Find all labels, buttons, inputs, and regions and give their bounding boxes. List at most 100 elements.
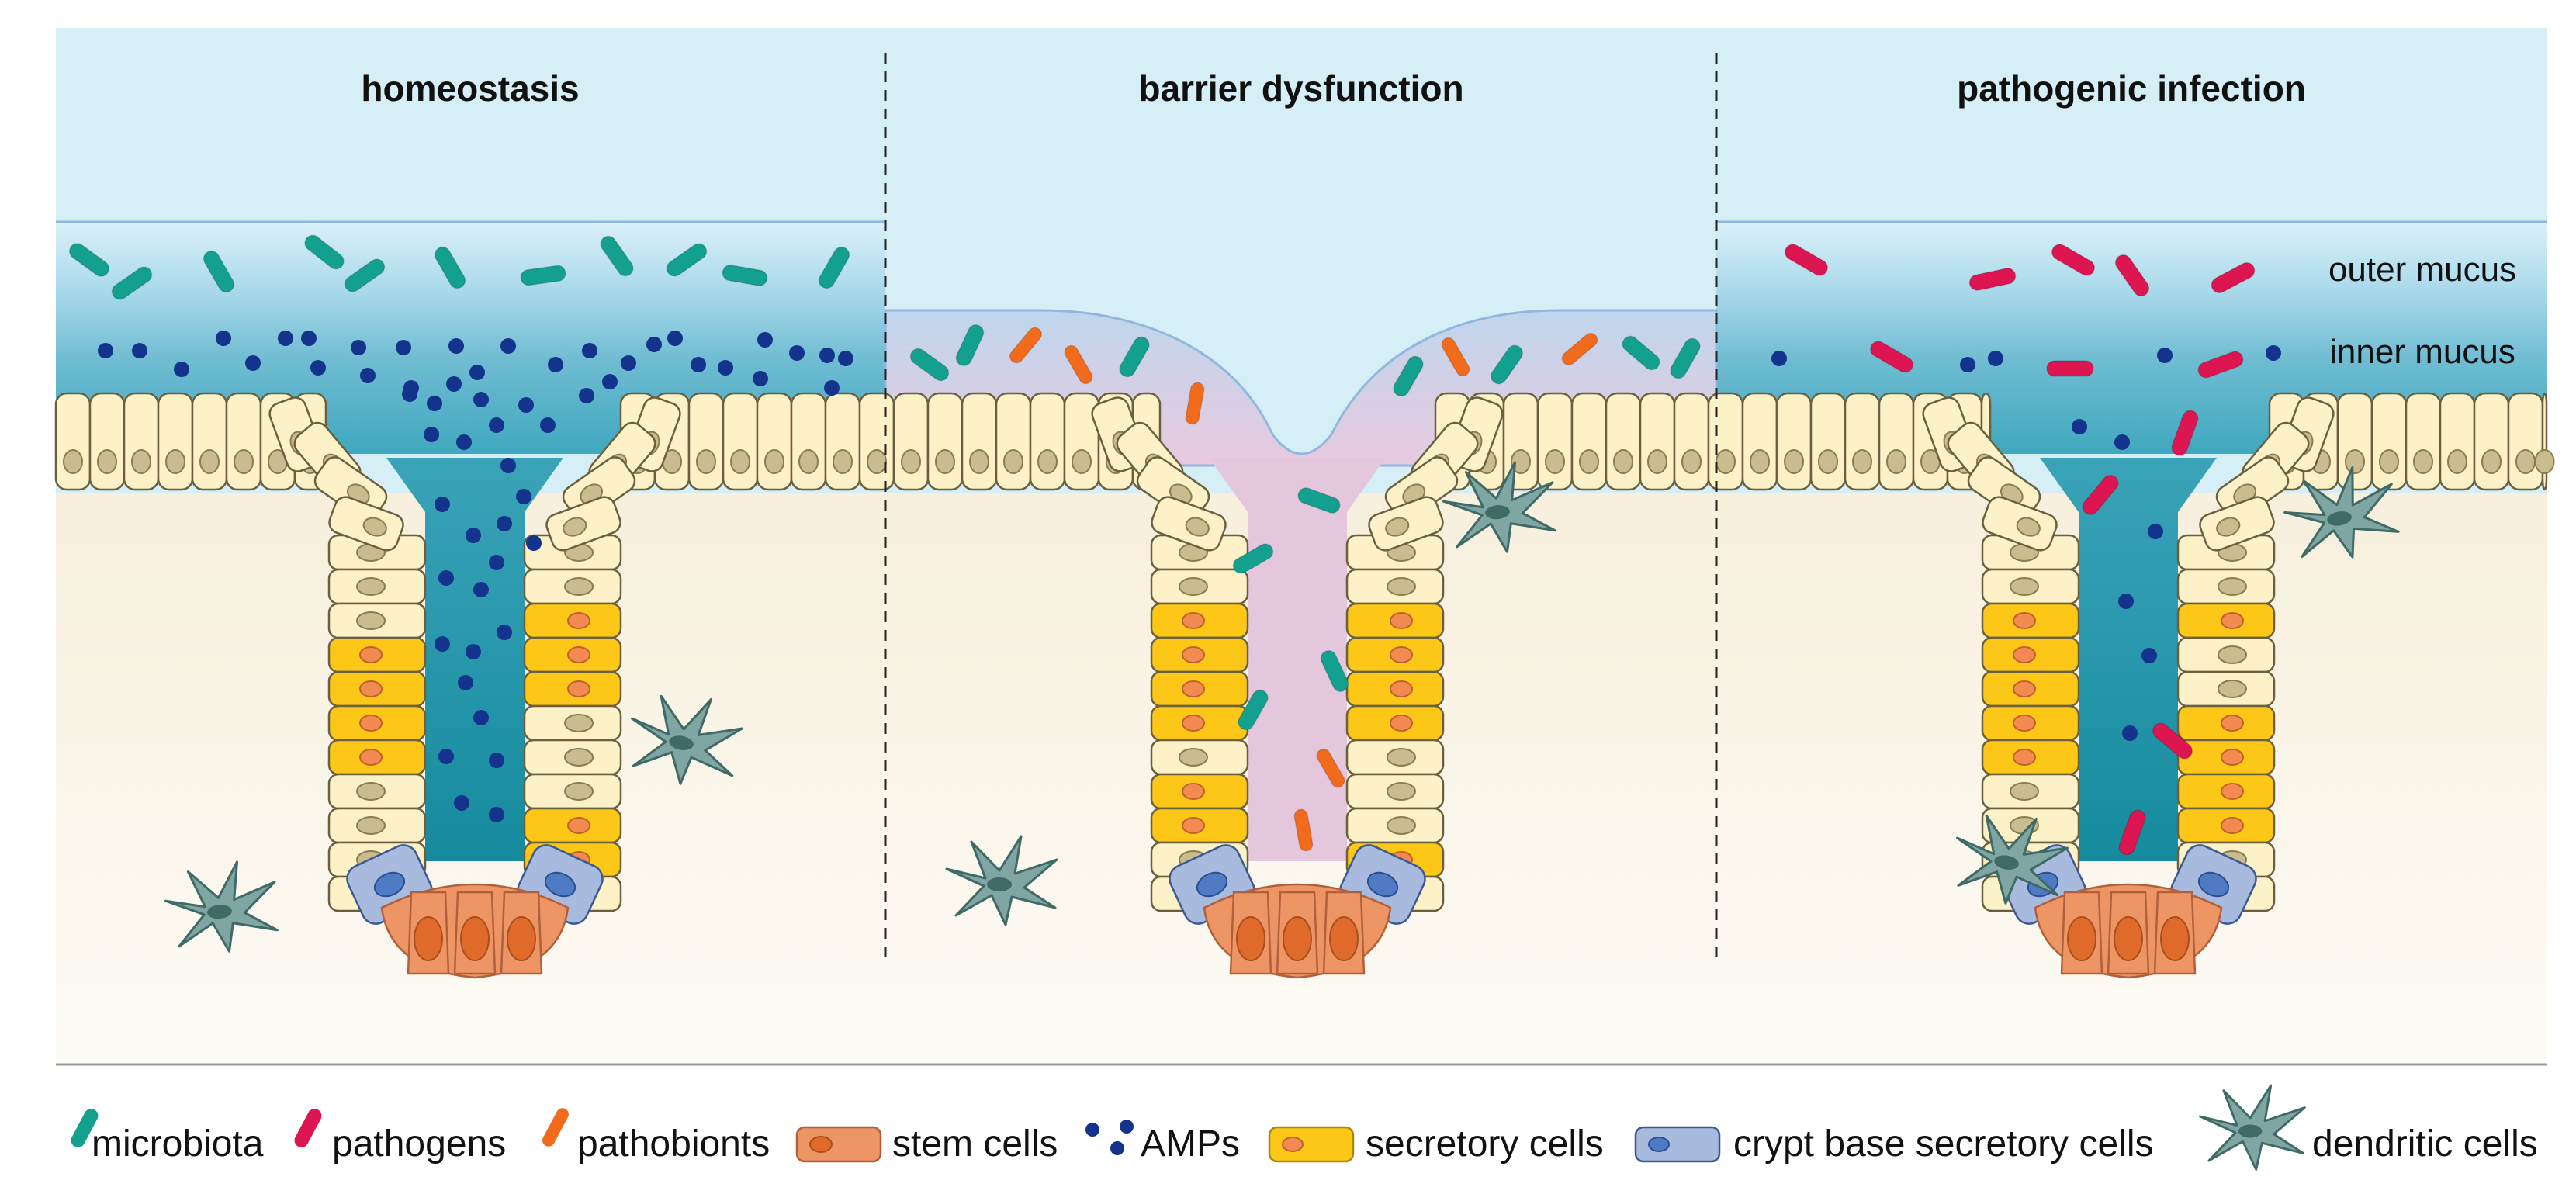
cell-nucleus [359,749,383,766]
dendritic-cell-legend-shape [2199,1084,2306,1171]
amp [757,332,773,348]
microbiota [434,246,466,289]
epithelial-cell [1982,496,2058,552]
microbiota [344,258,386,292]
epithelial-cell [1707,392,1744,491]
amp [497,516,512,531]
legend-stem-cells: stem cells [795,1123,1058,1165]
cell-nucleus [1390,612,1413,629]
amp [132,343,147,358]
cell-nucleus [131,449,151,474]
amp [427,396,442,411]
amp [1988,351,2003,366]
amp [819,348,835,363]
microbiota [600,235,634,277]
cell-nucleus [1647,449,1667,474]
cell-nucleus [1818,449,1838,474]
amp [489,417,504,433]
amp [473,392,489,407]
epithelial-cell [2541,392,2548,491]
microbiota [304,234,345,270]
amp [2072,419,2087,434]
secretory-cell-nucleus [1282,1137,1304,1152]
amp [489,555,504,570]
secretory-cell-icon [1268,1126,1355,1163]
cell-nucleus [1784,449,1804,474]
legend-crypt-base-cells: crypt base secretory cells [1634,1123,2154,1165]
cell-nucleus [2481,449,2502,474]
epithelial-cell [2370,392,2408,491]
cell-nucleus [567,646,590,663]
amp [602,374,618,389]
amp [753,371,768,386]
legend-label-amps: AMPs [1141,1123,1240,1165]
epithelial-cell [157,392,194,491]
amp [579,388,594,403]
epithelial-cell [2405,392,2442,491]
pathogen [2152,722,2193,760]
amp [174,362,189,377]
cell-nucleus [798,449,819,474]
amp [351,340,366,355]
cell-nucleus [199,449,220,474]
amp [245,355,261,371]
microbiota [1119,336,1150,378]
cell-nucleus [1579,449,1599,474]
legend-label-secretory-cells: secretory cells [1366,1123,1604,1165]
epithelial-cell [1673,392,1710,491]
legend-dendritic-cells: dendritic cells [2199,1084,2538,1171]
microbiota-icon [71,1109,99,1147]
epithelial-cell [995,392,1032,491]
amp [438,570,454,586]
amp [489,807,504,822]
pathobiont [1009,327,1043,364]
amp [497,625,512,640]
stem-cell-icon [795,1126,882,1163]
cell-nucleus [2447,449,2467,474]
epithelial-cell [892,392,930,491]
cell-nucleus [833,449,853,474]
amp [1771,351,1787,366]
outer-mucus-label: outer mucus [2328,251,2516,289]
epithelial-cell [756,392,793,491]
cell-nucleus [1545,449,1565,474]
cell-nucleus [1072,449,1092,474]
legend-pathobionts: pathobionts [542,1108,770,1165]
cell-nucleus [234,449,254,474]
stem-cell-nucleus [414,916,443,961]
cell-nucleus [867,449,887,474]
cell-nucleus [901,449,921,474]
stem-cell-nucleus [2067,916,2096,961]
legend-label-microbiota: microbiota [92,1123,264,1165]
microbiota [955,324,985,367]
cell-nucleus [2218,680,2247,698]
amp [446,376,462,392]
microbiota [68,243,110,277]
epithelial-cell [824,392,861,491]
microbiota [1232,543,1274,574]
cell-nucleus [567,817,590,834]
epithelial-cell [328,496,404,552]
cell-nucleus [63,449,83,474]
cell-nucleus [356,782,386,801]
epithelium [54,392,2555,979]
panel-title-barrier-dysfunction: barrier dysfunction [1138,68,1463,109]
amp [2157,348,2173,363]
epithelial-cell [926,392,964,491]
amp [500,458,516,473]
inner-mucus-label: inner mucus [2329,333,2515,371]
epithelial-cell [2439,392,2476,491]
amp [518,397,534,413]
cell-nucleus [1037,449,1058,474]
microbiota [203,250,235,293]
epithelial-cell [1029,392,1066,491]
cell-nucleus [2221,749,2244,766]
cell-nucleus [567,680,590,697]
amp [473,582,489,597]
stem-cell-nucleus [1283,916,1312,961]
amp [402,386,417,402]
amp [469,365,485,380]
legend-label-dendritic-cells: dendritic cells [2312,1123,2538,1165]
epithelial-cell [1536,392,1574,491]
